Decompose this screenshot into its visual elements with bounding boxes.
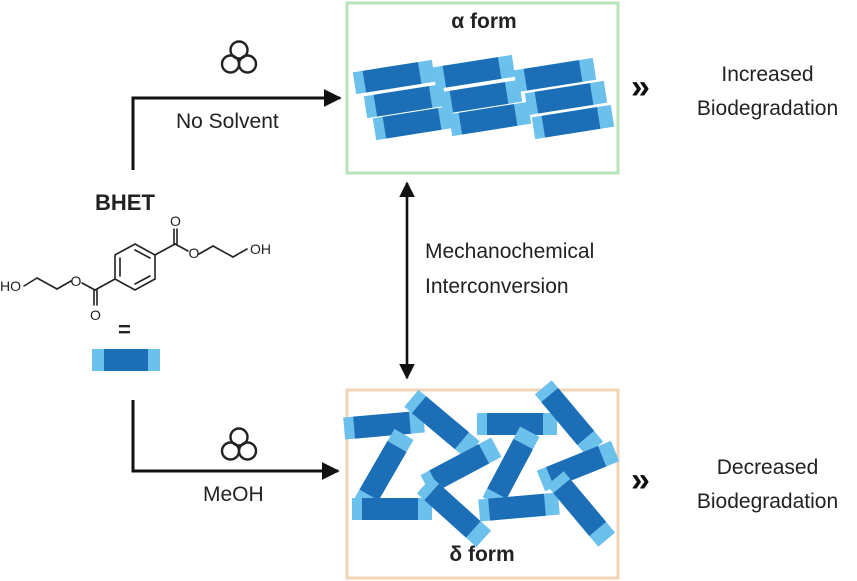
interconversion-line1: Mechanochemical	[425, 240, 595, 263]
atom-label-o: O	[90, 307, 101, 323]
decreased-biodegradation-label: Decreased Biodegradation	[680, 455, 855, 514]
bhet-name: BHET	[95, 190, 155, 215]
outcome-bottom-line2: Biodegradation	[696, 490, 839, 513]
atom-label-oh: OH	[250, 241, 271, 257]
meoh-arrow	[131, 400, 340, 480]
atom-label-o: O	[71, 273, 82, 289]
atom-label-o: O	[189, 245, 200, 261]
increased-biodegradation-label: Increased Biodegradation	[680, 62, 855, 121]
interconversion-line2: Interconversion	[425, 275, 569, 298]
ball-mill-icon	[220, 40, 258, 74]
alpha-form-title: α form	[451, 10, 517, 33]
equals-sign: =	[118, 317, 131, 342]
ball-mill-icon	[220, 427, 258, 461]
alpha-form-box	[345, 1, 620, 175]
no-solvent-label: No Solvent	[176, 110, 279, 133]
outcome-top-line1: Increased	[721, 63, 814, 86]
outcome-bottom-line1: Decreased	[716, 456, 819, 479]
chevron-right-icon: »	[631, 68, 650, 106]
atom-label-ho: HO	[0, 278, 21, 294]
bhet-atom-labels: O O OH HO O O	[0, 213, 271, 323]
chevron-right-icon: »	[631, 461, 650, 499]
delta-crystals	[343, 380, 620, 547]
outcome-top-line2: Biodegradation	[696, 97, 839, 120]
alpha-crystals	[352, 54, 615, 141]
delta-form-box	[345, 388, 620, 580]
bhet-crystal-legend	[92, 349, 160, 371]
meoh-label: MeOH	[203, 483, 264, 506]
bhet-structure	[23, 228, 248, 306]
atom-label-o: O	[170, 213, 181, 229]
no-solvent-arrow	[131, 89, 342, 170]
delta-form-title: δ form	[449, 543, 515, 566]
